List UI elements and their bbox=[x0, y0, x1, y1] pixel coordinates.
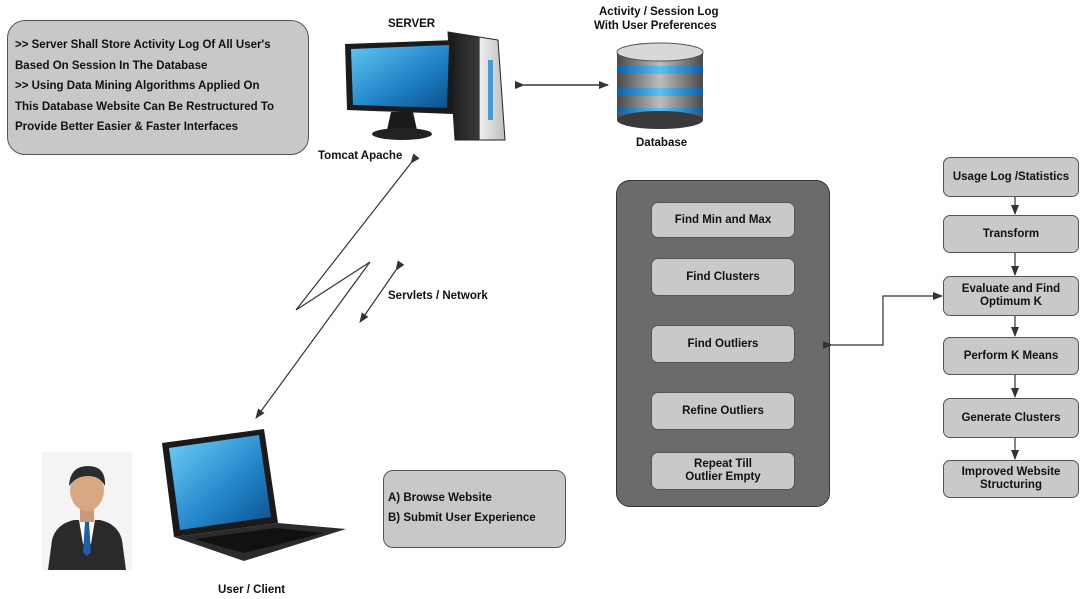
client-note-line: B) Submit User Experience bbox=[388, 512, 536, 524]
flow-improved-structuring: Improved Website Structuring bbox=[943, 460, 1079, 498]
step-find-clusters: Find Clusters bbox=[651, 258, 795, 296]
database-label: Database bbox=[636, 137, 688, 149]
server-note: >> Server Shall Store Activity Log Of Al… bbox=[7, 20, 309, 155]
flow-evaluate-optimum-k: Evaluate and Find Optimum K bbox=[943, 276, 1079, 316]
server-note-line: This Database Website Can Be Restructure… bbox=[15, 100, 275, 113]
step-repeat-till-empty: Repeat Till Outlier Empty bbox=[651, 452, 795, 490]
server-label: SERVER bbox=[388, 18, 436, 30]
server-computer-icon bbox=[345, 31, 506, 141]
step-refine-outliers: Refine Outliers bbox=[651, 392, 795, 430]
flow-transform: Transform bbox=[943, 215, 1079, 253]
server-note-line: >> Using Data Mining Algorithms Applied … bbox=[15, 80, 260, 92]
client-note-line: A) Browse Website bbox=[388, 492, 492, 504]
client-note: A) Browse Website B) Submit User Experie… bbox=[383, 470, 566, 548]
flow-perform-k-means: Perform K Means bbox=[943, 337, 1079, 375]
server-note-line: Provide Better Easier & Faster Interface… bbox=[15, 121, 239, 133]
database-icon bbox=[616, 42, 704, 129]
server-note-line: >> Server Shall Store Activity Log Of Al… bbox=[15, 39, 271, 51]
user-client-label: User / Client bbox=[218, 584, 286, 596]
server-note-line: Based On Session In The Database bbox=[15, 59, 208, 72]
panel-flow-connector bbox=[823, 292, 943, 349]
network-connector bbox=[255, 153, 420, 419]
flow-usage-log: Usage Log /Statistics bbox=[943, 157, 1079, 197]
step-find-min-max: Find Min and Max bbox=[651, 202, 795, 238]
laptop-icon bbox=[162, 429, 346, 561]
flow-generate-clusters: Generate Clusters bbox=[943, 398, 1079, 438]
business-user-icon bbox=[42, 452, 132, 570]
activity-log-label-line2: With User Preferences bbox=[594, 20, 717, 32]
activity-log-label-line1: Activity / Session Log bbox=[599, 6, 719, 18]
step-find-outliers: Find Outliers bbox=[651, 325, 795, 363]
servlets-connector bbox=[359, 260, 405, 323]
